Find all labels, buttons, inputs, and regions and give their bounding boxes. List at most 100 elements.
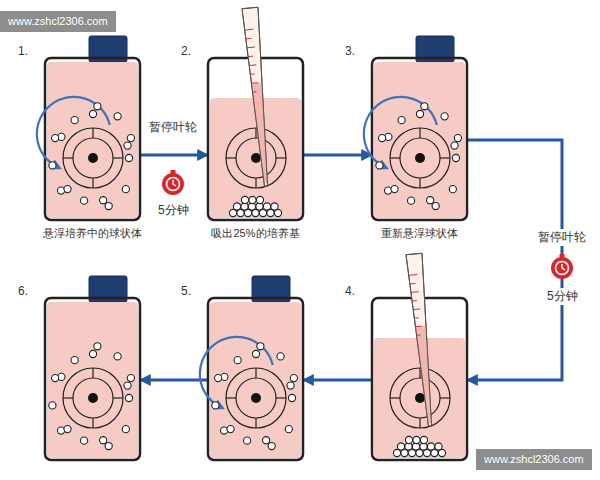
bioreactor-step: 5. [208, 298, 303, 460]
pipette-graduation [414, 317, 418, 318]
impeller-blade [419, 418, 420, 428]
timer-hands [562, 264, 565, 270]
impeller-blade [113, 157, 123, 158]
impeller-blade [255, 368, 256, 378]
spheroid [287, 382, 294, 389]
spheroid [114, 353, 121, 360]
impeller-hub [88, 393, 98, 403]
spheroid [451, 142, 458, 149]
spheroid [52, 375, 59, 382]
bioreactor-vessel [45, 298, 140, 460]
edge-label: 暂停叶轮 [536, 229, 588, 246]
spheroid [125, 394, 132, 401]
pipette-graduation [248, 56, 253, 57]
spheroid [263, 203, 270, 210]
impeller-blade [419, 128, 420, 138]
impeller-hub [415, 153, 425, 163]
spheroid [398, 117, 405, 124]
impeller-ring [63, 368, 123, 428]
step-number: 3. [345, 44, 355, 58]
watermark: www.zshcl2306.com [476, 449, 592, 470]
impeller-blade [440, 397, 450, 398]
spheroid [379, 135, 386, 142]
timer-icon [551, 257, 573, 279]
rotation-arrow [200, 337, 273, 407]
spheroid [256, 196, 263, 203]
step-number: 1. [18, 44, 28, 58]
spheroid [241, 196, 248, 203]
spheroid [432, 202, 439, 209]
impeller-ring [236, 138, 276, 178]
impeller-ring [390, 128, 450, 188]
spheroid [233, 203, 240, 210]
pipette-graduation [246, 38, 251, 39]
spheroid [80, 197, 87, 204]
flow-arrow [140, 379, 208, 382]
spheroid [427, 197, 434, 204]
step-number: 2. [181, 44, 191, 58]
step-number: 6. [18, 284, 28, 298]
spheroid [271, 203, 278, 210]
spheroid [105, 202, 112, 209]
bioreactor-step: 4. [372, 298, 467, 460]
pipette-graduation [249, 64, 256, 66]
step-number: 4. [345, 284, 355, 298]
spheroid [124, 382, 131, 389]
step-caption: 悬浮培养中的球状体 [13, 226, 173, 240]
impeller-hub [251, 153, 261, 163]
impeller-blade [63, 397, 73, 398]
rotation-arrow [37, 97, 110, 167]
spheroid [94, 343, 101, 350]
pipette-graduation [411, 291, 419, 293]
impeller-blade [255, 178, 256, 188]
spheroid [124, 142, 131, 149]
impeller-ring [390, 368, 450, 428]
pipette-graduation [417, 334, 421, 335]
impeller-ring [236, 378, 276, 418]
spheroid [127, 375, 134, 382]
pipette-graduation [247, 47, 255, 49]
pipette-graduation [410, 283, 415, 285]
spheroid [127, 135, 134, 142]
pipette-graduation [413, 308, 420, 310]
impeller-ring [63, 128, 123, 188]
pipette [242, 7, 268, 186]
flow-arrow [303, 154, 372, 157]
impeller-blade [255, 128, 256, 138]
spheroid [421, 103, 428, 110]
spheroid [416, 110, 423, 117]
impeller-blade [276, 397, 286, 398]
impeller-blade [92, 128, 93, 138]
bioreactor-vessel [45, 58, 140, 220]
spheroid [227, 426, 234, 433]
spheroid [49, 162, 56, 169]
impeller-hub [415, 393, 425, 403]
spheroid [263, 437, 270, 444]
spheroid [252, 350, 259, 357]
pipette-graduation [415, 326, 421, 328]
pipette-graduation [253, 91, 257, 92]
spheroid [125, 154, 132, 161]
impeller-ring [400, 138, 440, 178]
impeller-blade [92, 178, 93, 188]
bioreactor-step: 1.悬浮培养中的球状体 [45, 58, 140, 220]
spheroid [114, 113, 121, 120]
impeller-ring [73, 378, 113, 418]
impeller-ring [226, 128, 286, 188]
bioreactor-step: 2.吸出25%的培养基 [208, 58, 303, 220]
spheroid [257, 343, 264, 350]
spheroid [285, 426, 292, 433]
impeller-blade [390, 397, 400, 398]
spheroid [71, 357, 78, 364]
flow-arrow [140, 154, 208, 157]
impeller-blade [226, 157, 236, 158]
spheroid [407, 197, 414, 204]
spheroid [243, 437, 250, 444]
impeller-ring [226, 368, 286, 428]
impeller-blade [276, 157, 286, 158]
spheroid [454, 135, 461, 142]
impeller-blade [226, 397, 236, 398]
rotation-arrow [364, 97, 437, 167]
flow-arrow [467, 140, 562, 380]
